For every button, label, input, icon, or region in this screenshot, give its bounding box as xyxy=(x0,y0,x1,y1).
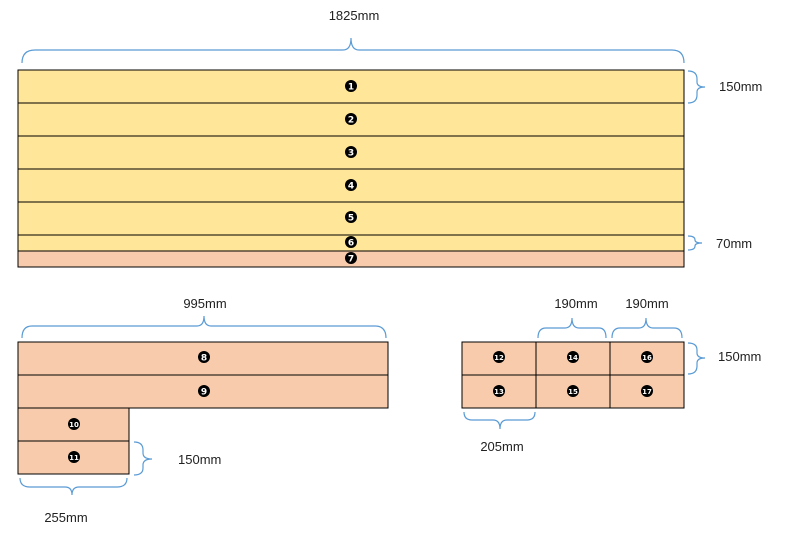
brace-plank-height xyxy=(687,70,706,104)
marker-16-circle xyxy=(641,351,653,363)
brace-grid-col1 xyxy=(463,411,536,430)
brace-small-height xyxy=(133,441,153,476)
brace-grid-height xyxy=(687,342,706,375)
marker-4: 4 xyxy=(348,182,354,192)
marker-6-circle xyxy=(345,236,357,248)
marker-12: 12 xyxy=(494,354,504,362)
dimension-braces xyxy=(19,37,706,496)
label-thin-plank: 70mm xyxy=(716,236,752,251)
marker-13-circle xyxy=(493,385,505,397)
label-grid-col2: 190mm xyxy=(554,296,597,311)
marker-1: 1 xyxy=(348,83,354,93)
marker-8-circle xyxy=(198,351,210,363)
marker-7: 7 xyxy=(348,255,354,265)
marker-17-circle xyxy=(641,385,653,397)
label-grid-height: 150mm xyxy=(718,349,761,364)
plank-markers: 1 2 3 4 5 6 7 8 9 10 11 12 13 14 15 16 1… xyxy=(68,80,653,463)
marker-17: 17 xyxy=(642,388,652,396)
label-small-height: 150mm xyxy=(178,452,221,467)
brace-thin-plank xyxy=(687,235,703,251)
label-grid-col1: 205mm xyxy=(480,439,523,454)
marker-12-circle xyxy=(493,351,505,363)
brace-grid-col2 xyxy=(537,317,607,339)
plank-14 xyxy=(535,341,611,376)
brace-mid-width xyxy=(21,315,387,339)
marker-3: 3 xyxy=(348,149,354,159)
label-grid-col3: 190mm xyxy=(625,296,668,311)
marker-14-circle xyxy=(567,351,579,363)
label-small-width: 255mm xyxy=(44,510,87,525)
marker-9: 9 xyxy=(201,388,207,398)
brace-grid-col3 xyxy=(611,317,683,339)
marker-15-circle xyxy=(567,385,579,397)
marker-8: 8 xyxy=(201,354,207,364)
marker-9-circle xyxy=(198,385,210,397)
marker-2-circle xyxy=(345,113,357,125)
brace-small-width xyxy=(19,477,128,496)
marker-16: 16 xyxy=(642,354,652,362)
label-top-width: 1825mm xyxy=(329,8,380,23)
dimension-labels: 1825mm 150mm 70mm 995mm 150mm 255mm 190m… xyxy=(44,8,762,525)
marker-6: 6 xyxy=(348,239,354,249)
marker-5-circle xyxy=(345,211,357,223)
label-plank-height: 150mm xyxy=(719,79,762,94)
marker-10-circle xyxy=(68,418,80,430)
brace-top-width xyxy=(21,37,685,64)
marker-10: 10 xyxy=(69,421,79,429)
marker-15: 15 xyxy=(568,388,578,396)
marker-4-circle xyxy=(345,179,357,191)
marker-13: 13 xyxy=(494,388,504,396)
marker-11: 11 xyxy=(69,454,79,462)
marker-14: 14 xyxy=(568,354,578,362)
label-mid-width: 995mm xyxy=(183,296,226,311)
marker-5: 5 xyxy=(348,214,354,224)
marker-2: 2 xyxy=(348,116,354,126)
marker-1-circle xyxy=(345,80,357,92)
marker-7-circle xyxy=(345,252,357,264)
marker-3-circle xyxy=(345,146,357,158)
marker-11-circle xyxy=(68,451,80,463)
